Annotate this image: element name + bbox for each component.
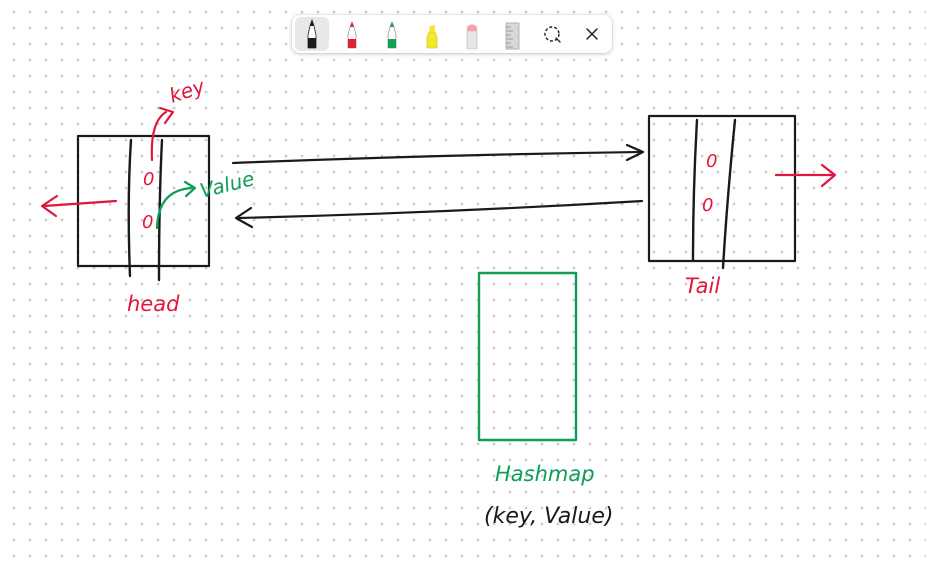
highlighter-tool[interactable] [415,17,449,51]
head-node: 0 0 key Value head [40,74,257,316]
head-value-value: 0 [142,212,153,233]
lasso-icon [544,26,561,43]
tail-key-value: 0 [706,151,717,172]
ink-toolbar [292,15,612,53]
head-value-annotation: Value [197,166,256,203]
close-toolbar-button[interactable] [575,17,609,51]
node-links [231,143,645,229]
hashmap-label: Hashmap [495,462,595,486]
pen-icon [347,20,357,49]
ruler-icon [505,22,520,50]
lasso-select-tool[interactable] [535,17,569,51]
pen-icon [307,18,317,49]
black-pen-tool[interactable] [295,17,329,51]
pen-icon [387,20,397,49]
head-key-value: 0 [143,169,154,190]
tail-label: Tail [685,274,720,298]
highlighter-icon [426,25,438,49]
head-label: head [127,292,180,316]
eraser-tool[interactable] [455,17,489,51]
head-key-annotation: key [166,74,208,108]
eraser-icon [466,24,478,50]
tail-node: 0 0 Tail [647,114,837,298]
close-icon [586,28,598,40]
ruler-tool[interactable] [495,17,529,51]
red-pen-tool[interactable] [335,17,369,51]
hashmap-box: Hashmap (key, Value) [477,271,613,529]
green-pen-tool[interactable] [375,17,409,51]
hashmap-caption: (key, Value) [484,504,613,529]
tail-value-value: 0 [702,195,713,216]
